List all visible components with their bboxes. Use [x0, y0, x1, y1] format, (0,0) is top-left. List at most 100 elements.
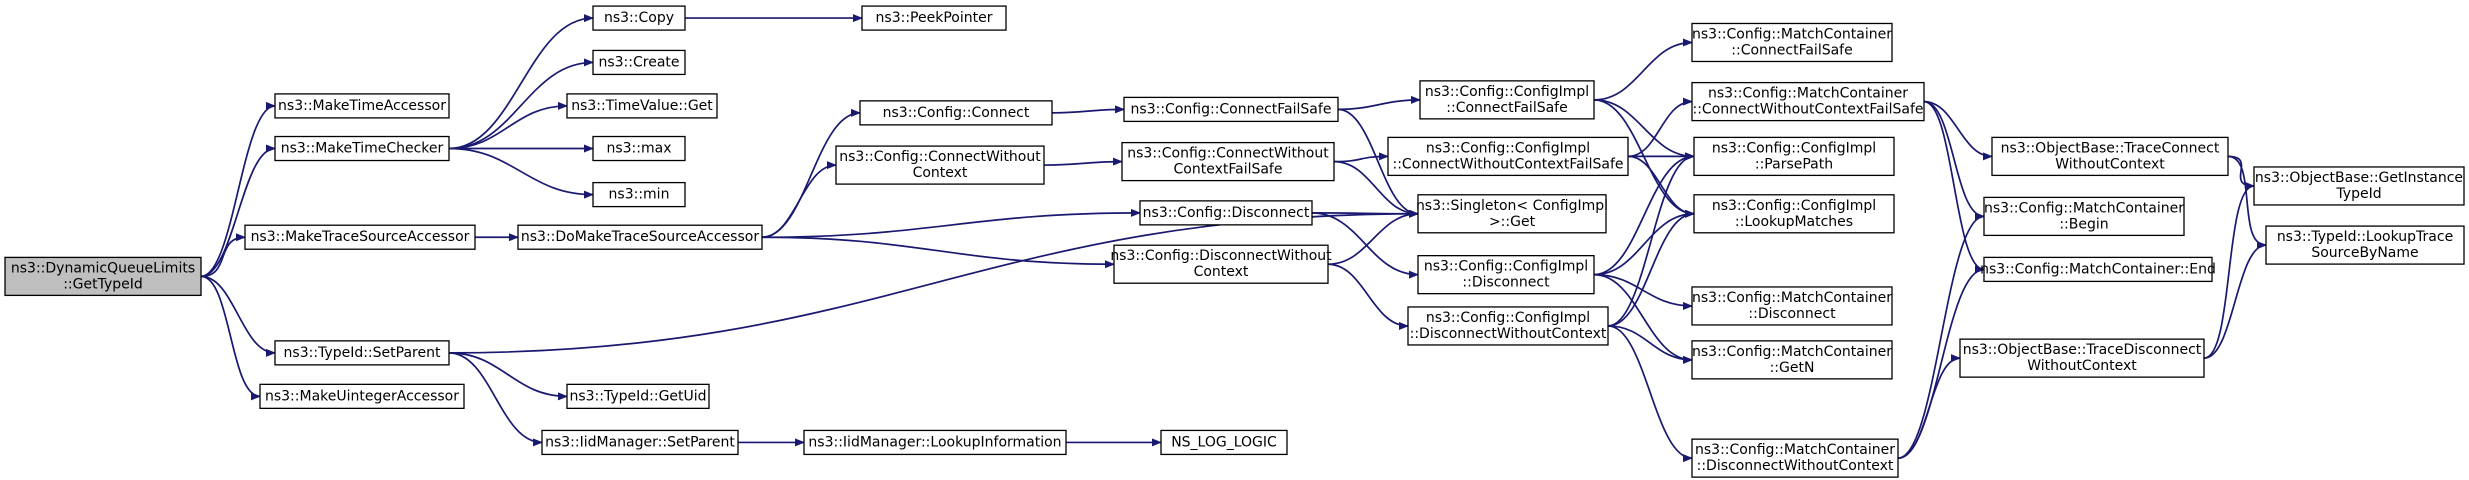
edge-configimpl-connect-fail-safe-to-matchcontainer-connect-fail-safe: [1593, 38, 1693, 101]
node-box: [1691, 81, 1925, 122]
node-matchcontainer-end[interactable]: ns3::Config::MatchContainer::End: [1980, 256, 2216, 283]
node-label: ns3::Config::ConfigImpl: [1712, 198, 1876, 214]
edge-configimpl-disconnect-to-matchcontainer-disconnect: [1593, 273, 1693, 310]
edge-root-to-make-trace-source-accessor: [200, 233, 246, 278]
node-config-connect-fail-safe[interactable]: ns3::Config::ConnectFailSafe: [1123, 96, 1339, 123]
node-label: ns3::Config::ConfigImpl: [1426, 310, 1590, 326]
node-label: ns3::MakeTimeAccessor: [278, 98, 446, 114]
node-matchcontainer-begin[interactable]: ns3::Config::MatchContainer::Begin: [1983, 196, 2185, 237]
node-box: [1693, 136, 1895, 177]
edge-config-connect-without-context-to-config-connect-without-context-fail-safe: [1043, 157, 1123, 166]
node-label: ns3::DynamicQueueLimits: [11, 260, 195, 276]
node-copy[interactable]: ns3::Copy: [592, 5, 686, 31]
node-label: ns3::ObjectBase::GetInstance: [2255, 170, 2463, 186]
node-make-time-accessor[interactable]: ns3::MakeTimeAccessor: [274, 93, 450, 119]
node-make-time-checker[interactable]: ns3::MakeTimeChecker: [274, 135, 450, 162]
node-make-trace-source-accessor[interactable]: ns3::MakeTraceSourceAccessor: [244, 224, 476, 250]
node-create[interactable]: ns3::Create: [592, 49, 686, 76]
node-singleton-get[interactable]: ns3::Singleton< ConfigImpl >::Get: [1416, 194, 1608, 234]
node-matchcontainer-disconnect-without-context[interactable]: ns3::Config::MatchContainer::DisconnectW…: [1691, 438, 1899, 478]
node-configimpl-disconnect-without-context[interactable]: ns3::Config::ConfigImpl::DisconnectWitho…: [1407, 306, 1609, 346]
node-ns-log-logic[interactable]: NS_LOG_LOGIC: [1160, 429, 1288, 456]
node-box: [259, 383, 465, 409]
edge-matchcontainer-disconnect-without-context-to-matchcontainer-begin: [1897, 212, 1985, 459]
node-box: [566, 93, 718, 119]
node-label: ns3::TypeId::SetParent: [284, 345, 441, 361]
edge-configimpl-disconnect-to-configimpl-lookup-matches: [1593, 209, 1695, 276]
edge-config-connect-to-config-connect-fail-safe: [1051, 105, 1125, 114]
node-config-disconnect[interactable]: ns3::Config::Disconnect: [1139, 200, 1313, 226]
node-box: [1407, 306, 1609, 346]
node-matchcontainer-connect-fail-safe[interactable]: ns3::Config::MatchContainer::ConnectFail…: [1691, 22, 1893, 63]
node-config-connect-without-context-fail-safe[interactable]: ns3::Config::ConnectWithoutContextFailSa…: [1121, 141, 1335, 182]
node-box: [1693, 194, 1895, 234]
edge-objectbase-trace-disconnect-without-context-to-objectbase-get-instance-typeid: [2203, 182, 2255, 359]
node-matchcontainer-getn[interactable]: ns3::Config::MatchContainer::GetN: [1691, 340, 1893, 380]
node-box: [1991, 136, 2229, 177]
node-label: ns3::TypeId::GetUid: [569, 388, 706, 404]
node-label: ::ConnectFailSafe: [1731, 42, 1852, 58]
node-config-disconnect-without-context[interactable]: ns3::Config::DisconnectWithoutContext: [1110, 244, 1332, 284]
node-config-connect[interactable]: ns3::Config::Connect: [859, 100, 1053, 126]
edge-objectbase-trace-disconnect-without-context-to-typeid-lookup-trace-source-by-name: [2203, 241, 2267, 359]
edge-configimpl-disconnect-without-context-to-matchcontainer-getn: [1607, 325, 1693, 364]
edge-objectbase-trace-connect-without-context-to-objectbase-get-instance-typeid: [2227, 155, 2255, 190]
node-label: ::LookupMatches: [1735, 214, 1853, 230]
node-box: [1123, 96, 1339, 123]
node-min[interactable]: ns3::min: [592, 181, 686, 208]
node-label: ns3::Create: [598, 54, 679, 70]
node-label: ns3::Config::MatchContainer: [1692, 26, 1892, 42]
node-iidmanager-lookup-information[interactable]: ns3::IidManager::LookupInformation: [803, 429, 1067, 456]
node-configimpl-connect-without-context-fail-safe[interactable]: ns3::Config::ConfigImpl::ConnectWithoutC…: [1387, 136, 1629, 177]
node-label: ns3::PeekPointer: [876, 10, 993, 26]
edge-configimpl-disconnect-without-context-to-configimpl-parse-path: [1607, 152, 1695, 327]
node-label: ns3::MakeTimeChecker: [281, 141, 444, 157]
node-box: [517, 224, 763, 250]
node-label: ns3::Copy: [604, 10, 674, 26]
node-configimpl-lookup-matches[interactable]: ns3::Config::ConfigImpl::LookupMatches: [1693, 194, 1895, 234]
edge-configimpl-connect-fail-safe-to-configimpl-parse-path: [1593, 99, 1695, 161]
node-label: ns3::Config::MatchContainer: [1984, 200, 2184, 216]
node-label: ::DisconnectWithoutContext: [1697, 458, 1894, 474]
node-objectbase-trace-disconnect-without-context[interactable]: ns3::ObjectBase::TraceDisconnectWithoutC…: [1959, 338, 2205, 378]
edge-typeid-set-parent-to-typeid-get-uid: [448, 352, 568, 401]
node-configimpl-parse-path[interactable]: ns3::Config::ConfigImpl::ParsePath: [1693, 136, 1895, 177]
node-label: ns3::Config::ConfigImpl: [1424, 259, 1588, 275]
node-label: >::Get: [1489, 214, 1536, 230]
edge-configimpl-disconnect-to-matchcontainer-getn: [1593, 273, 1693, 364]
node-box: [1691, 438, 1899, 478]
node-label: ::GetN: [1770, 360, 1815, 376]
node-label: ns3::Config::MatchContainer: [1692, 344, 1892, 360]
node-root[interactable]: ns3::DynamicQueueLimits::GetTypeId: [4, 256, 202, 297]
node-label: ns3::MakeTraceSourceAccessor: [251, 229, 470, 245]
node-box: [274, 135, 450, 162]
node-timevalue-get[interactable]: ns3::TimeValue::Get: [566, 93, 718, 119]
node-do-make-trace-source-accessor[interactable]: ns3::DoMakeTraceSourceAccessor: [517, 224, 763, 250]
node-configimpl-disconnect[interactable]: ns3::Config::ConfigImpl::Disconnect: [1417, 255, 1595, 295]
edge-configimpl-connect-without-context-fail-safe-to-matchcontainer-connect-without-context-fail-safe: [1627, 97, 1693, 158]
node-configimpl-connect-fail-safe[interactable]: ns3::Config::ConfigImpl::ConnectFailSafe: [1419, 80, 1595, 120]
node-iidmanager-set-parent[interactable]: ns3::IidManager::SetParent: [541, 429, 739, 456]
node-config-connect-without-context[interactable]: ns3::Config::ConnectWithoutContext: [835, 145, 1045, 185]
node-label: ::Begin: [2059, 216, 2108, 232]
node-label: ns3::Config::ConnectFailSafe: [1131, 101, 1332, 117]
node-matchcontainer-disconnect[interactable]: ns3::Config::MatchContainer::Disconnect: [1691, 286, 1893, 326]
edge-matchcontainer-disconnect-without-context-to-objectbase-trace-disconnect-without-context: [1897, 354, 1961, 459]
node-peek-pointer[interactable]: ns3::PeekPointer: [861, 5, 1007, 31]
node-box: [1983, 256, 2213, 283]
node-objectbase-trace-connect-without-context[interactable]: ns3::ObjectBase::TraceConnectWithoutCont…: [1991, 136, 2229, 177]
node-box: [1417, 194, 1607, 234]
node-typeid-get-uid[interactable]: ns3::TypeId::GetUid: [566, 383, 710, 409]
node-box: [592, 181, 686, 208]
node-label: ns3::MakeUintegerAccessor: [265, 388, 459, 404]
node-max[interactable]: ns3::max: [592, 135, 686, 162]
edge-config-connect-without-context-fail-safe-to-singleton-get: [1333, 160, 1419, 218]
node-box: [2265, 225, 2465, 265]
node-make-uinteger-accessor[interactable]: ns3::MakeUintegerAccessor: [259, 383, 465, 409]
node-matchcontainer-connect-without-context-fail-safe[interactable]: ns3::Config::MatchContainer::ConnectWith…: [1691, 81, 1925, 122]
node-typeid-set-parent[interactable]: ns3::TypeId::SetParent: [274, 340, 450, 366]
edge-root-to-make-uinteger-accessor: [200, 275, 261, 401]
node-label: ns3::IidManager::LookupInformation: [808, 434, 1061, 450]
